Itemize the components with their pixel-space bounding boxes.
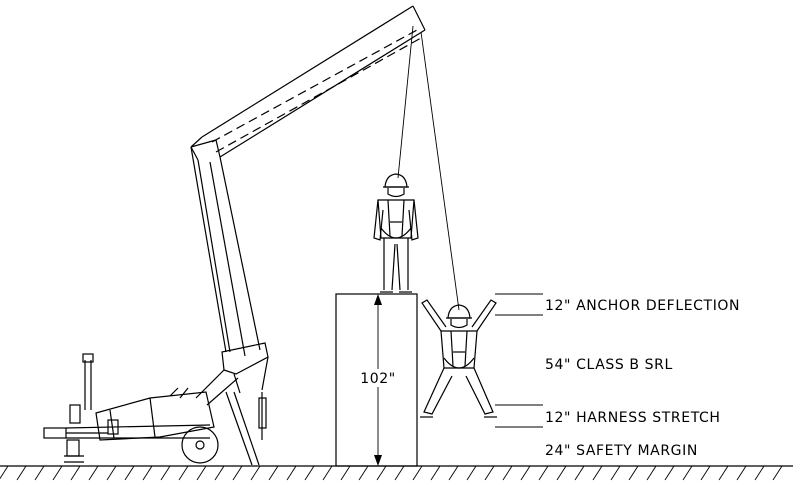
- platform-height-label: 102": [360, 371, 396, 387]
- safety-margin-label: 24" SAFETY MARGIN: [545, 443, 698, 459]
- srl-label: 54" CLASS B SRL: [545, 357, 673, 373]
- standing-worker: [373, 173, 419, 293]
- height-dimension: [356, 294, 400, 466]
- anchor-deflection-label: 12" ANCHOR DEFLECTION: [545, 298, 740, 314]
- davit-crane-arm: [190, 5, 426, 466]
- mobile-base-cart: [43, 353, 219, 464]
- harness-stretch-label: 12" HARNESS STRETCH: [545, 410, 721, 426]
- lifeline-falling-worker: [420, 31, 460, 311]
- falling-worker: [420, 299, 497, 418]
- platform-block: [335, 293, 418, 467]
- lifeline-standing-worker: [397, 25, 414, 179]
- ground: [0, 465, 793, 481]
- clearance-dimension-lines: [495, 293, 543, 428]
